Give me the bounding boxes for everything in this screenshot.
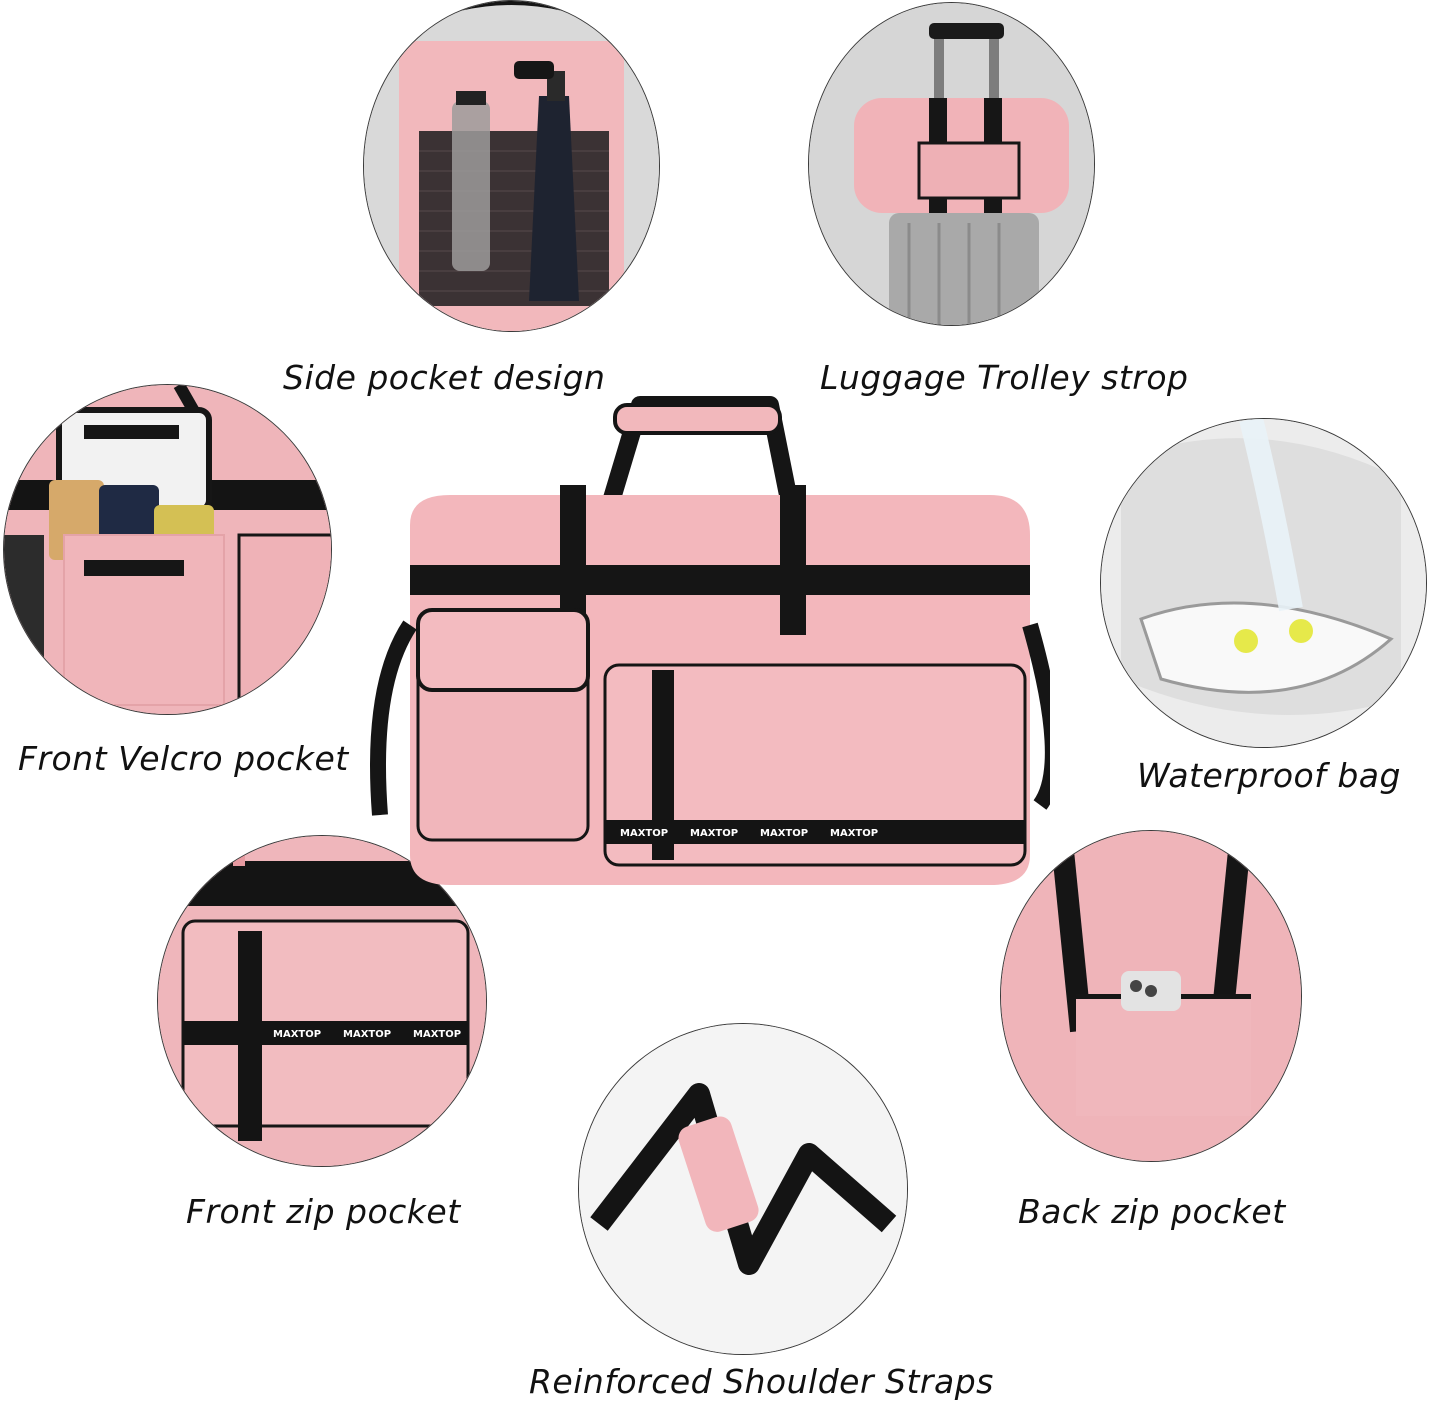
caption-luggage-trolley: Luggage Trolley strop [820,358,1189,397]
brand-label: MAXTOP [413,1029,461,1040]
caption-shoulder-straps: Reinforced Shoulder Straps [529,1362,994,1401]
side-pocket-photo [363,0,660,332]
back-zip-pocket-photo [1000,830,1302,1162]
waterproof-bag-photo [1100,418,1427,748]
brand-label: MAXTOP [760,828,808,839]
shoulder-strap-photo [578,1023,908,1355]
caption-waterproof-bag: Waterproof bag [1137,756,1401,795]
brand-label: MAXTOP [343,1029,391,1040]
luggage-trolley-photo [808,2,1095,326]
front-velcro-pocket-photo [3,384,332,715]
caption-front-velcro: Front Velcro pocket [18,739,349,778]
caption-back-zip: Back zip pocket [1018,1192,1286,1231]
caption-side-pocket: Side pocket design [283,358,606,397]
brand-label: MAXTOP [830,828,878,839]
caption-front-zip: Front zip pocket [186,1192,461,1231]
brand-label: MAXTOP [690,828,738,839]
front-zip-pocket-photo: MAXTOP MAXTOP MAXTOP [157,835,487,1167]
brand-label: MAXTOP [620,828,668,839]
duffel-bag-photo: MAXTOP MAXTOP MAXTOP MAXTOP [370,385,1050,905]
brand-label: MAXTOP [273,1029,321,1040]
